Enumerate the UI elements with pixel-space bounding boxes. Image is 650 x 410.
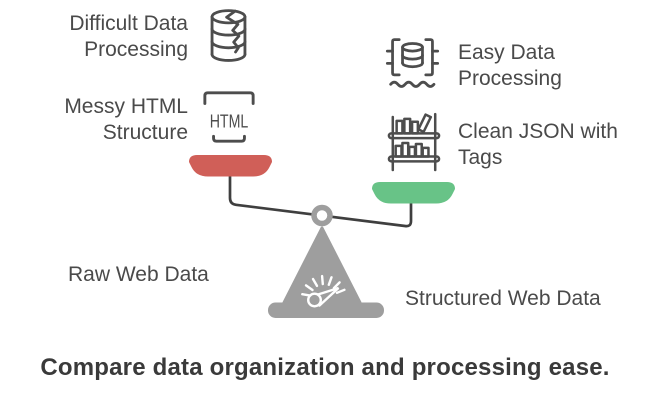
- messy-html-label: Messy HTML Structure: [64, 95, 188, 144]
- scale-base: [268, 302, 384, 318]
- caption-text: Compare data organization and processing…: [40, 354, 610, 381]
- clean-json-label: Clean JSON with Tags: [458, 120, 618, 169]
- html-icon-text: HTML: [210, 111, 249, 132]
- pivot-ring: [311, 204, 333, 227]
- difficult-data-label: Difficult Data Processing: [69, 12, 188, 61]
- easy-data-label: Easy Data Processing: [458, 41, 562, 90]
- right-pan-green: [372, 182, 455, 204]
- database-with-braces-icon: [385, 38, 440, 88]
- structured-web-data-label: Structured Web Data: [405, 287, 601, 310]
- raw-web-data-label: Raw Web Data: [68, 263, 209, 286]
- bookshelf-icon: [387, 112, 441, 172]
- scale-body-triangle: [282, 226, 362, 304]
- gauge-dial-icon: [301, 274, 346, 308]
- left-pan-red: [189, 155, 272, 177]
- html-brackets-icon: HTML: [203, 91, 255, 143]
- broken-database-icon: [210, 9, 247, 62]
